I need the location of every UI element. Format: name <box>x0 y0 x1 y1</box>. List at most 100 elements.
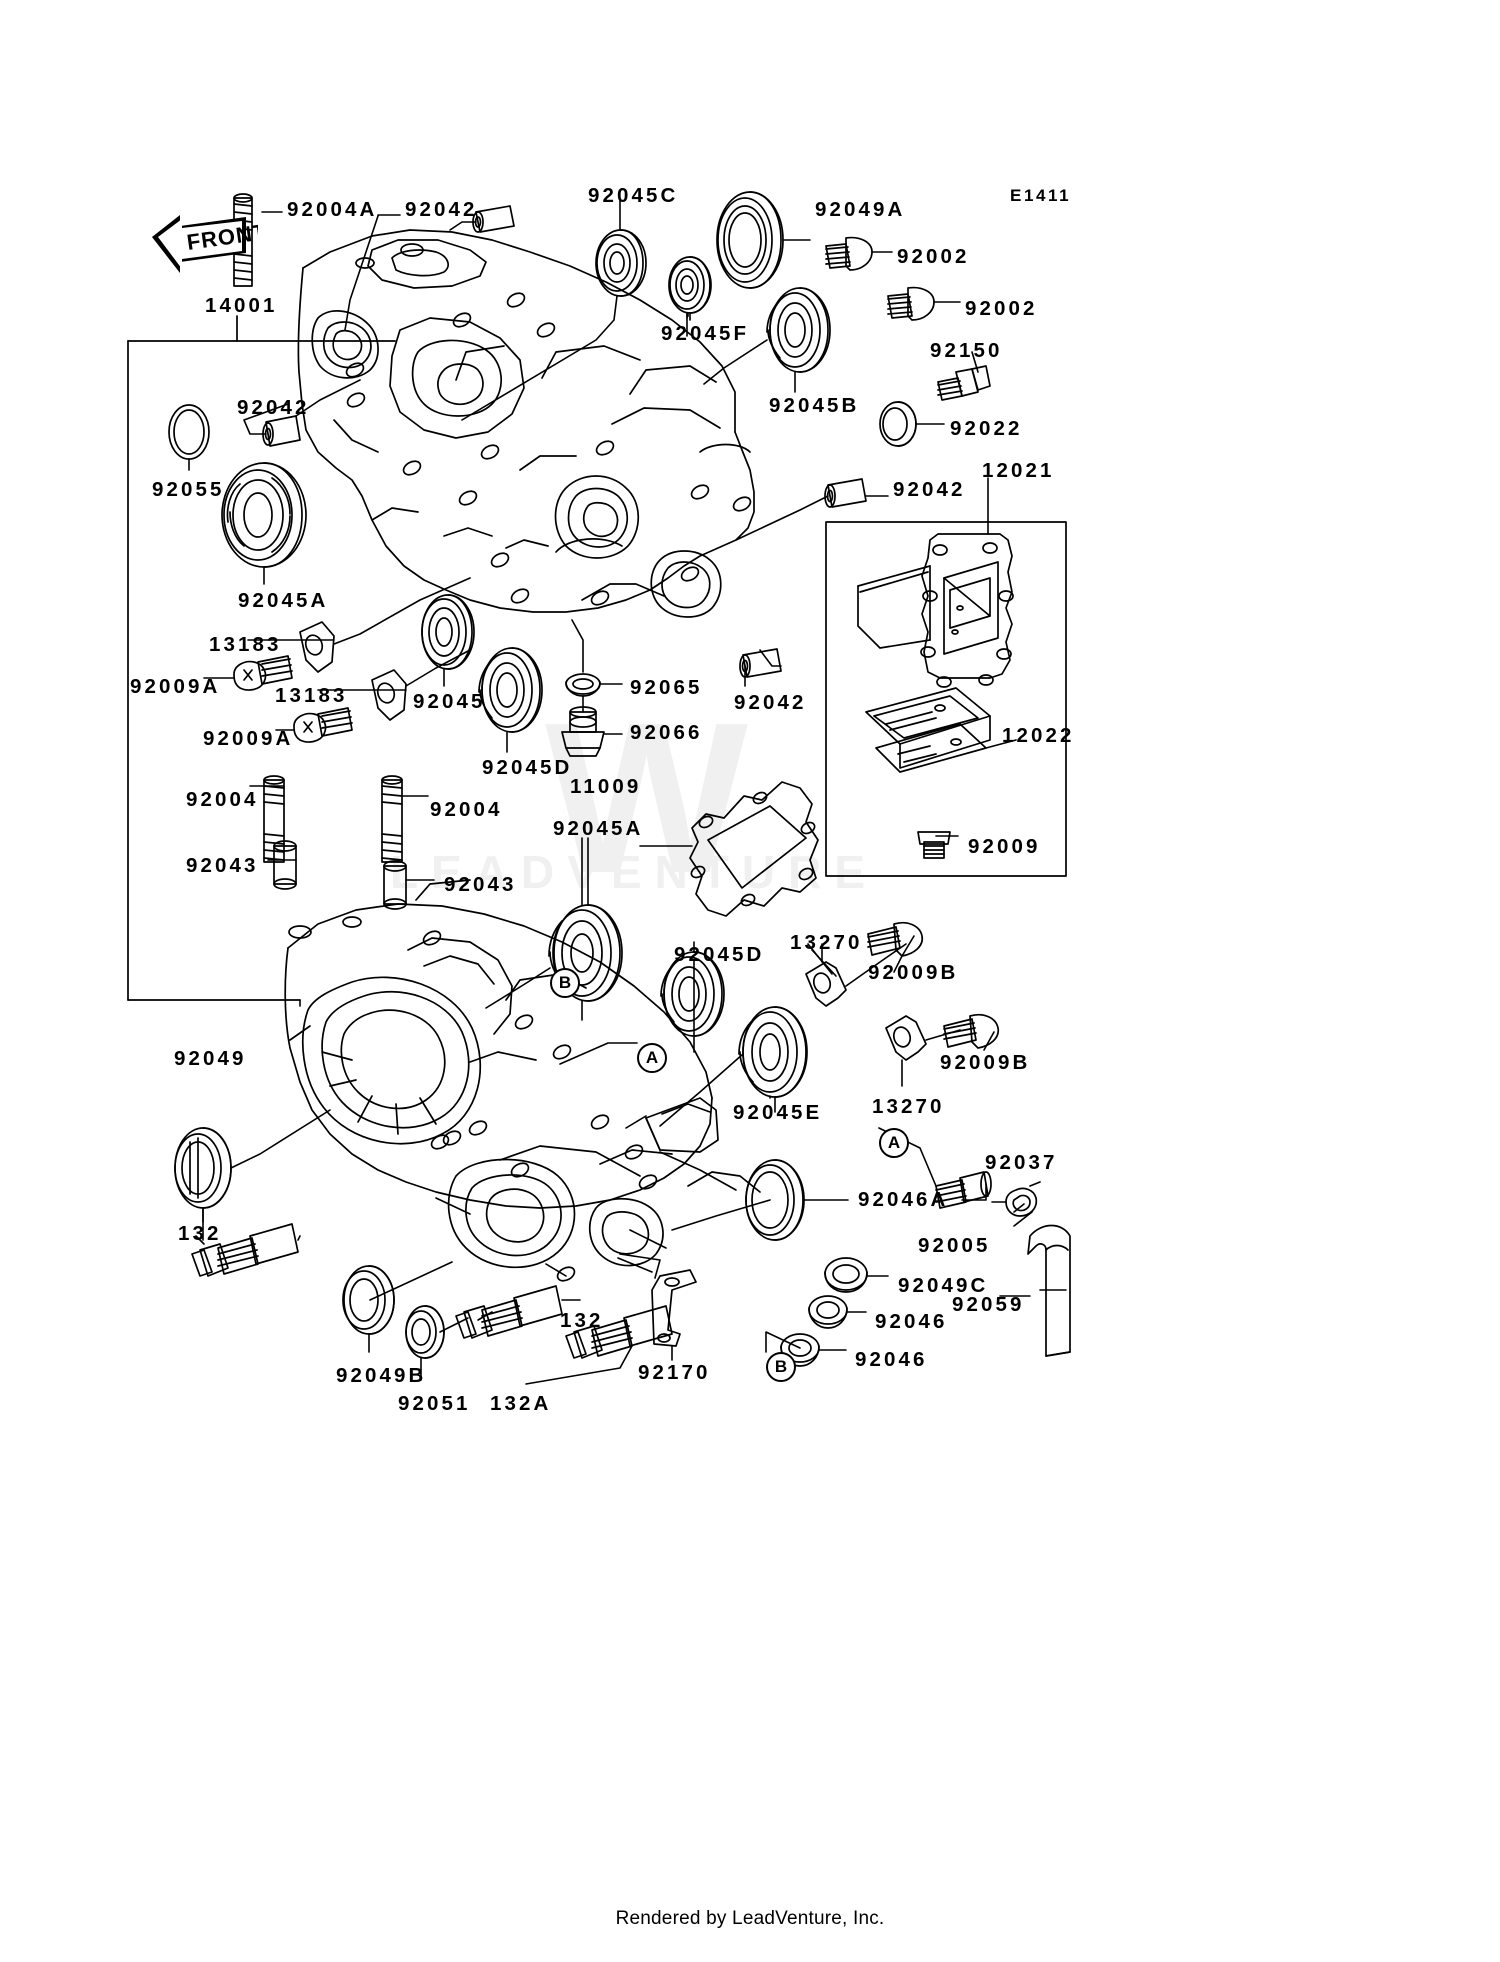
part-callout-14001: 14001 <box>205 294 278 317</box>
render-credit: Rendered by LeadVenture, Inc. <box>615 1908 885 1929</box>
part-callout-13270: 13270 <box>790 931 863 954</box>
part-callout-92009A: 92009A <box>130 675 221 698</box>
bearing-92045B <box>766 287 831 373</box>
oil-seal-92049A <box>716 191 784 289</box>
part-callout-92045B: 92045B <box>769 394 860 417</box>
bearing-92045D-upper <box>478 647 543 733</box>
part-callout-13270: 13270 <box>872 1095 945 1118</box>
collar-92046-a <box>808 1295 848 1329</box>
dowel-92042-lowerright <box>739 648 782 678</box>
part-callout-92046: 92046 <box>875 1310 948 1333</box>
leader-lines <box>188 199 1067 1385</box>
part-callout-92045E: 92045E <box>733 1101 823 1124</box>
leader-lines-secondary <box>299 967 937 1353</box>
washer-92022 <box>879 401 917 447</box>
part-callout-92055: 92055 <box>152 478 225 501</box>
stud-92004-a <box>263 775 285 863</box>
part-callout-92051: 92051 <box>398 1392 471 1415</box>
part-callout-92045A: 92045A <box>553 817 644 840</box>
screw-92009-reed <box>917 831 951 859</box>
bearing-92045 <box>421 594 475 670</box>
part-callout-92042: 92042 <box>237 396 310 419</box>
lower-crankcase-half <box>284 879 761 1282</box>
part-callout-92049A: 92049A <box>815 198 906 221</box>
screw-92009B-b <box>943 1013 1000 1049</box>
group-bracket-14001 <box>127 315 396 1001</box>
dowel-92042-top <box>472 205 515 233</box>
part-callout-92022: 92022 <box>950 417 1023 440</box>
part-callout-92045C: 92045C <box>588 184 679 207</box>
bolt-92002-a <box>825 236 873 271</box>
part-callout-92066: 92066 <box>630 721 703 744</box>
reed-valve-gasket-12022 <box>865 687 991 773</box>
part-callout-92049C: 92049C <box>898 1274 989 1297</box>
part-callout-132A: 132A <box>490 1392 552 1415</box>
oil-seal-92046A <box>745 1159 805 1241</box>
reference-marker-A: A <box>879 1128 909 1158</box>
upper-crankcase-half <box>297 229 755 618</box>
part-callout-92045D: 92045D <box>674 943 765 966</box>
dowel-92042-midleft <box>262 415 301 447</box>
part-callout-92045F: 92045F <box>661 322 750 345</box>
bearing-92045E <box>738 1006 808 1098</box>
part-callout-92004A: 92004A <box>287 198 378 221</box>
part-callout-92170: 92170 <box>638 1361 711 1384</box>
part-callout-92042: 92042 <box>405 198 478 221</box>
oil-seal-92049B <box>342 1265 395 1335</box>
clamp-92170 <box>651 1269 697 1347</box>
drain-plug-92066 <box>561 706 605 757</box>
dowel-92043-b <box>383 860 407 910</box>
part-callout-132: 132 <box>178 1222 222 1245</box>
part-callout-92004: 92004 <box>430 798 503 821</box>
stud-92004A <box>233 193 253 287</box>
bolt-92002-b <box>887 286 935 321</box>
part-callout-92002: 92002 <box>965 297 1038 320</box>
hose-92059 <box>1027 1224 1071 1357</box>
part-callout-92046: 92046 <box>855 1348 928 1371</box>
reference-marker-A: A <box>637 1043 667 1073</box>
bolt-132-mid <box>455 1285 563 1339</box>
part-callout-92045D: 92045D <box>482 756 573 779</box>
plate-13183-b <box>371 669 407 721</box>
screw-92009A-a <box>233 655 293 691</box>
part-callout-13183: 13183 <box>209 633 282 656</box>
part-callout-92150: 92150 <box>930 339 1003 362</box>
clamp-92037 <box>1005 1181 1041 1217</box>
part-callout-92009B: 92009B <box>868 961 959 984</box>
part-callout-92005: 92005 <box>918 1234 991 1257</box>
reed-valve-12021 <box>857 533 1014 688</box>
gasket-11009 <box>689 781 819 917</box>
reference-marker-B: B <box>550 968 580 998</box>
seal-92051 <box>405 1305 445 1359</box>
part-callout-92049B: 92049B <box>336 1364 427 1387</box>
bearing-92045C <box>595 229 647 297</box>
washer-92065 <box>565 673 601 697</box>
reed-valve-box-frame <box>825 521 1067 877</box>
bearing-92045A-upper <box>221 462 307 568</box>
part-callout-11009: 11009 <box>570 775 642 798</box>
diagram-id: E1411 <box>1010 186 1072 205</box>
dowel-92043-a <box>273 840 297 890</box>
part-callout-92065: 92065 <box>630 676 703 699</box>
bolt-132-left <box>191 1223 299 1277</box>
screw-92009B-a <box>867 921 924 957</box>
o-ring-92055 <box>168 404 210 460</box>
part-callout-92004: 92004 <box>186 788 259 811</box>
plate-13270-a <box>805 961 847 1007</box>
bolt-92150 <box>937 365 991 401</box>
part-callout-12021: 12021 <box>982 459 1055 482</box>
plate-13270-b <box>885 1015 927 1061</box>
part-callout-92009: 92009 <box>968 835 1041 858</box>
part-callout-13183: 13183 <box>275 684 348 707</box>
part-callout-92009A: 92009A <box>203 727 294 750</box>
front-direction-arrow: FRONT <box>152 215 258 273</box>
oil-seal-92049C <box>824 1257 868 1293</box>
dowel-92042-right <box>824 478 867 508</box>
part-callout-92037: 92037 <box>985 1151 1058 1174</box>
part-callout-92002: 92002 <box>897 245 970 268</box>
part-callout-92046A: 92046A <box>858 1188 949 1211</box>
part-callout-12022: 12022 <box>1002 724 1075 747</box>
oil-seal-92049 <box>174 1127 232 1209</box>
bearing-92045F <box>668 256 712 314</box>
